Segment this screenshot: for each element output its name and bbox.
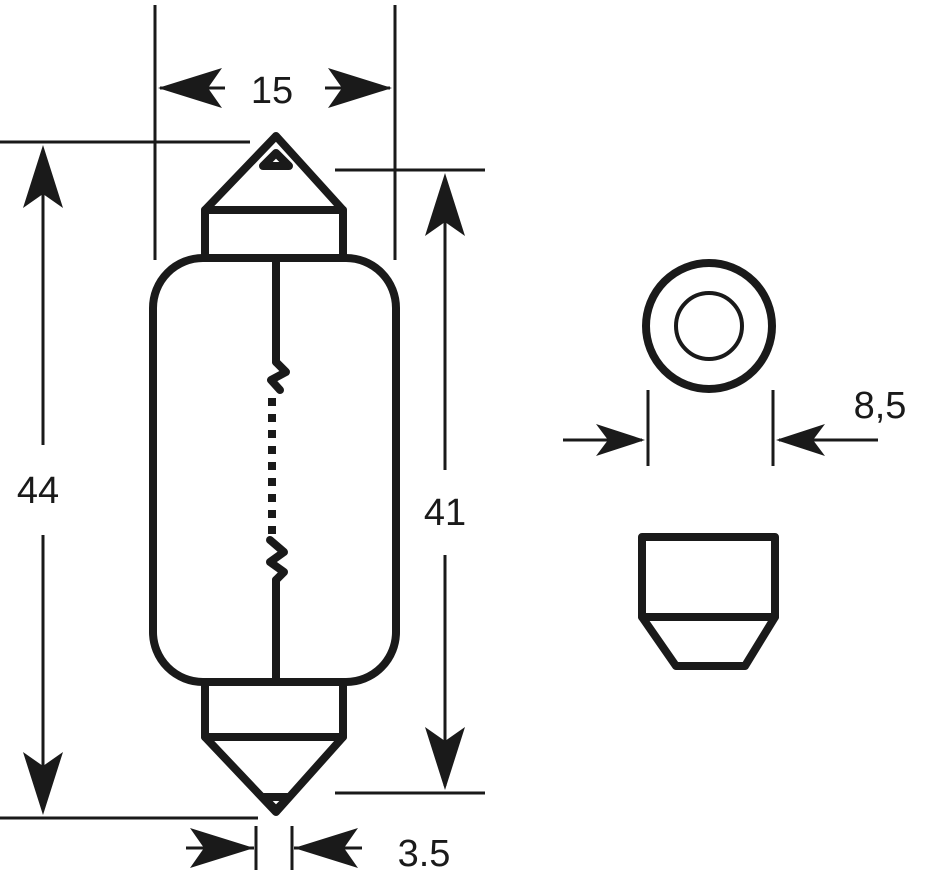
bottom-cap (201, 678, 347, 816)
cap-outer-circle (642, 259, 776, 393)
arrowhead-left (294, 828, 358, 868)
arrowhead-down (23, 752, 63, 815)
arrowhead-right (190, 828, 254, 868)
dimension-44: 44 (17, 145, 63, 815)
cap-side-view (638, 533, 779, 670)
extension-lines (0, 5, 775, 870)
dimension-label-44: 44 (17, 470, 59, 512)
cap-tip (259, 149, 293, 170)
cap-inner-circle (674, 291, 744, 361)
arrowhead-left (776, 424, 825, 456)
cap-side-outline (638, 533, 779, 670)
cap-tip (259, 793, 293, 814)
dimension-label-15: 15 (251, 70, 293, 112)
dimension-label-41: 41 (424, 492, 466, 534)
dimension-label-8-5: 8,5 (854, 385, 907, 427)
festoon-bulb (149, 132, 400, 816)
arrowhead-up (23, 145, 63, 208)
dimension-41: 41 (424, 173, 466, 790)
dimension-8-5: 8,5 (563, 385, 906, 456)
arrowhead-down (425, 727, 465, 790)
dimension-label-3-5: 3.5 (398, 833, 451, 875)
arrowhead-left (158, 68, 222, 108)
cap-end-view (642, 259, 776, 393)
arrowhead-right (328, 68, 392, 108)
top-cap (201, 132, 347, 262)
filament (266, 258, 290, 686)
arrowhead-up (425, 173, 465, 236)
dimension-15: 15 (158, 68, 392, 112)
dimension-3-5: 3.5 (186, 828, 450, 875)
arrowhead-right (596, 424, 645, 456)
